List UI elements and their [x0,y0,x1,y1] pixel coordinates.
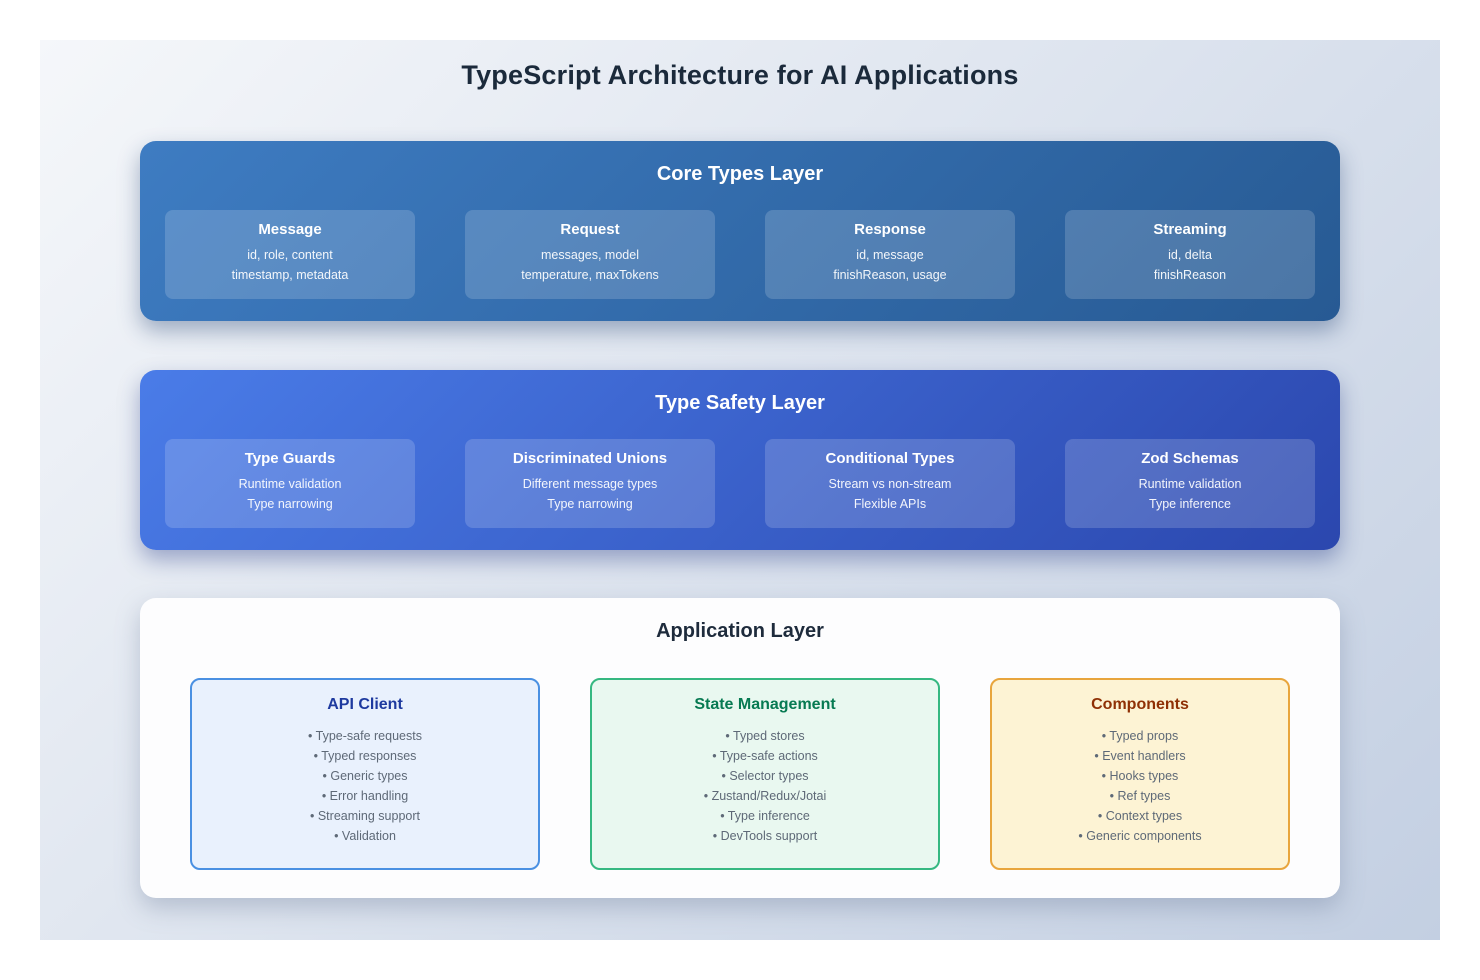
bullet-item: • Ref types [1109,789,1171,803]
bullet-item: • Typed props [1101,729,1179,743]
bullet-item: • Generic components [1078,829,1202,843]
bullet-item: • Event handlers [1094,749,1186,763]
card-components: Components • Typed props • Event handler… [990,678,1290,870]
card-type-guards-line: Runtime validation [238,477,342,491]
card-message-line: id, role, content [247,248,333,262]
card-streaming: Streaming id, delta finishReason [1065,210,1315,299]
bullet-item: • Type inference [720,809,810,823]
bullet-item: • Streaming support [310,809,420,823]
bullet-item: • Typed responses [313,749,417,763]
bullet-item: • DevTools support [712,829,818,843]
card-response-line: finishReason, usage [833,268,947,282]
bullet-item: • Type-safe actions [712,749,818,763]
card-conditional-types-line: Stream vs non-stream [828,477,952,491]
card-components-title: Components [1091,696,1189,713]
card-request-title: Request [560,221,620,238]
type-safety-card-row: Type Guards Runtime validation Type narr… [140,439,1340,528]
card-conditional-types-line: Flexible APIs [853,497,927,511]
card-zod-schemas-line: Runtime validation [1138,477,1242,491]
card-discriminated-unions-title: Discriminated Unions [512,450,668,467]
layer-type-safety-title: Type Safety Layer [655,392,825,414]
layer-core-types-title: Core Types Layer [656,163,824,185]
card-state-management-title: State Management [694,696,836,713]
card-response-line: id, message [856,248,924,262]
card-type-guards-title: Type Guards [244,450,336,467]
card-conditional-types-title: Conditional Types [825,450,955,467]
card-zod-schemas: Zod Schemas Runtime validation Type infe… [1065,439,1315,528]
card-streaming-line: finishReason [1153,268,1227,282]
bullet-item: • Type-safe requests [308,729,422,743]
core-types-card-row: Message id, role, content timestamp, met… [140,210,1340,299]
card-discriminated-unions: Discriminated Unions Different message t… [465,439,715,528]
card-message-line: timestamp, metadata [231,268,349,282]
card-response-title: Response [854,221,926,238]
card-discriminated-unions-line: Different message types [522,477,658,491]
card-message-title: Message [258,221,322,238]
card-type-guards-line: Type narrowing [247,497,333,511]
card-zod-schemas-title: Zod Schemas [1141,450,1239,467]
card-streaming-line: id, delta [1168,248,1212,262]
bullet-item: • Generic types [322,769,408,783]
layer-application: Application Layer API Client • Type-safe… [140,598,1340,898]
card-request-line: temperature, maxTokens [521,268,659,282]
card-zod-schemas-line: Type inference [1149,497,1231,511]
bullet-item: • Error handling [321,789,409,803]
bullet-item: • Hooks types [1101,769,1179,783]
bullet-item: • Zustand/Redux/Jotai [703,789,827,803]
card-conditional-types: Conditional Types Stream vs non-stream F… [765,439,1015,528]
card-request: Request messages, model temperature, max… [465,210,715,299]
card-api-client: API Client • Type-safe requests • Typed … [190,678,540,870]
card-message: Message id, role, content timestamp, met… [165,210,415,299]
layer-core-types: Core Types Layer Message id, role, conte… [140,141,1340,321]
card-state-management: State Management • Typed stores • Type-s… [590,678,940,870]
bullet-item: • Context types [1097,809,1183,823]
bullet-item: • Validation [334,829,396,843]
page-title: TypeScript Architecture for AI Applicati… [461,60,1019,90]
card-type-guards: Type Guards Runtime validation Type narr… [165,439,415,528]
card-response: Response id, message finishReason, usage [765,210,1015,299]
content-panel: TypeScript Architecture for AI Applicati… [40,40,1440,940]
card-api-client-title: API Client [327,696,403,713]
application-card-row: API Client • Type-safe requests • Typed … [140,678,1340,870]
card-request-line: messages, model [541,248,639,262]
bullet-item: • Typed stores [725,729,805,743]
layer-application-title: Application Layer [656,620,824,642]
bullet-item: • Selector types [721,769,809,783]
card-discriminated-unions-line: Type narrowing [547,497,633,511]
card-streaming-title: Streaming [1153,221,1227,238]
layer-type-safety: Type Safety Layer Type Guards Runtime va… [140,370,1340,550]
